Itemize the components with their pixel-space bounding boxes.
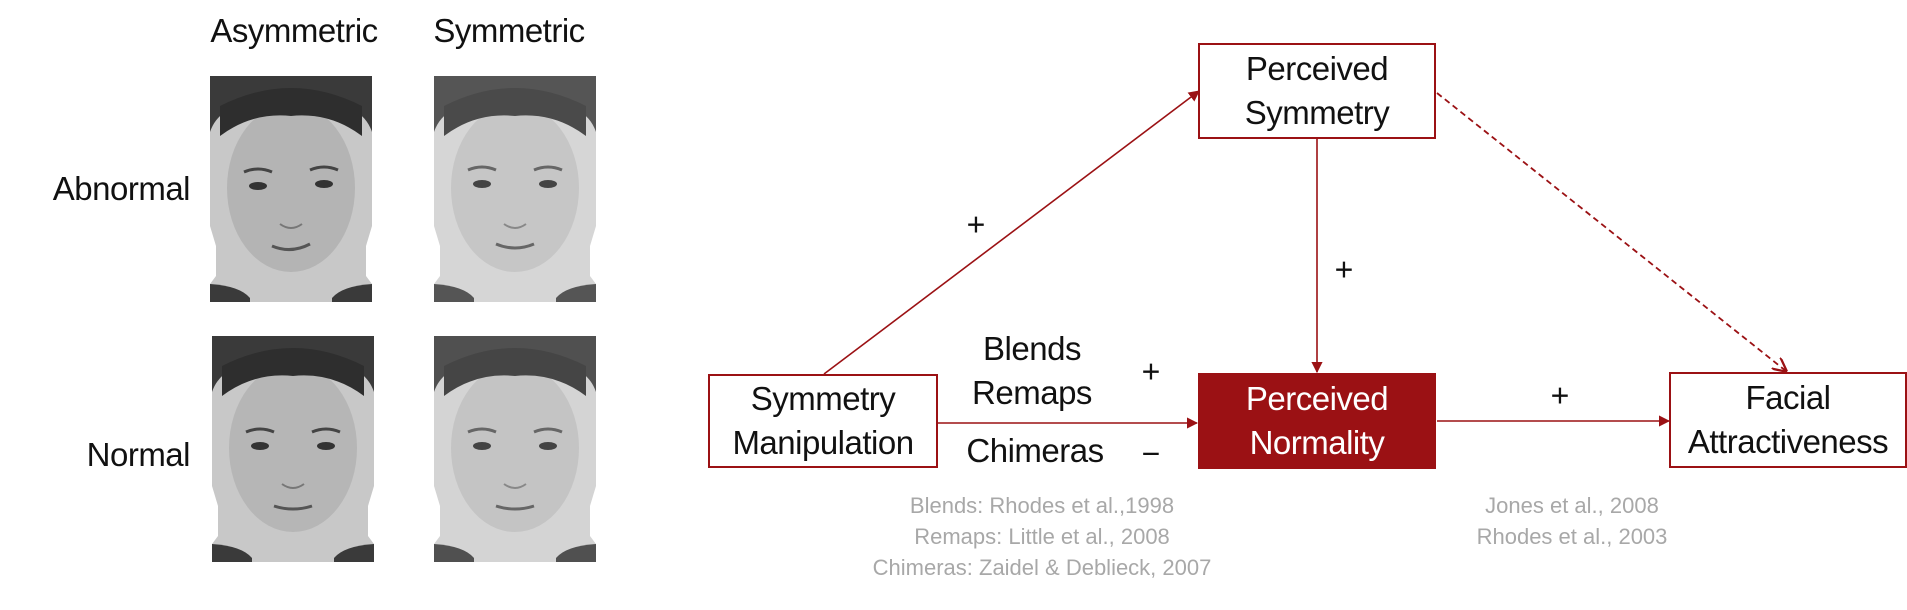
edge-label-remaps: Remaps (972, 374, 1092, 411)
node-facial-attractiveness-line2: Attractiveness (1687, 423, 1889, 460)
face-abnormal-symmetric (434, 76, 596, 307)
sign-normality-to-attractiveness: + (1550, 377, 1570, 414)
face-abnormal-asymmetric (210, 76, 372, 307)
edge-label-chimeras: Chimeras (966, 432, 1104, 469)
sign-manipulation-to-symmetry: + (966, 206, 986, 243)
citation-jones: Jones et al., 2008 (1485, 493, 1659, 518)
node-perceived-normality-line1: Perceived (1245, 380, 1389, 417)
citations-left: Blends: Rhodes et al.,1998 Remaps: Littl… (873, 490, 1212, 583)
row-header-abnormal: Abnormal (52, 170, 191, 207)
face-normal-asymmetric (212, 336, 374, 567)
node-symmetry-manipulation-line2: Manipulation (732, 424, 914, 461)
column-header-symmetric: Symmetric (433, 12, 585, 49)
row-header-normal: Normal (86, 436, 191, 473)
node-perceived-symmetry: Perceived Symmetry (1198, 43, 1436, 139)
node-perceived-normality: Perceived Normality (1198, 373, 1436, 469)
citation-blends: Blends: Rhodes et al.,1998 (909, 493, 1175, 518)
node-symmetry-manipulation-line1: Symmetry (750, 380, 896, 417)
sign-symmetry-to-normality: + (1334, 251, 1354, 288)
dashed-arrow-perceived-symmetry-to-facial-attractiveness (1436, 92, 1786, 371)
node-perceived-normality-line2: Normality (1249, 424, 1385, 461)
sign-chimeras: − (1141, 435, 1161, 472)
citation-remaps: Remaps: Little et al., 2008 (914, 524, 1170, 549)
node-symmetry-manipulation: Symmetry Manipulation (708, 374, 938, 468)
node-facial-attractiveness-line1: Facial (1745, 379, 1831, 416)
citations-right: Jones et al., 2008 Rhodes et al., 2003 (1477, 490, 1668, 552)
column-header-asymmetric: Asymmetric (210, 12, 378, 49)
face-normal-symmetric (434, 336, 596, 567)
node-perceived-symmetry-line1: Perceived (1245, 50, 1389, 87)
node-facial-attractiveness: Facial Attractiveness (1669, 372, 1907, 468)
arrow-manipulation-to-perceived-symmetry (823, 90, 1200, 375)
node-perceived-symmetry-line2: Symmetry (1244, 94, 1390, 131)
sign-blends-remaps: + (1141, 353, 1161, 390)
edge-label-blends: Blends (983, 330, 1081, 367)
citation-rhodes: Rhodes et al., 2003 (1476, 524, 1668, 549)
citation-chimeras: Chimeras: Zaidel & Deblieck, 2007 (872, 555, 1212, 580)
